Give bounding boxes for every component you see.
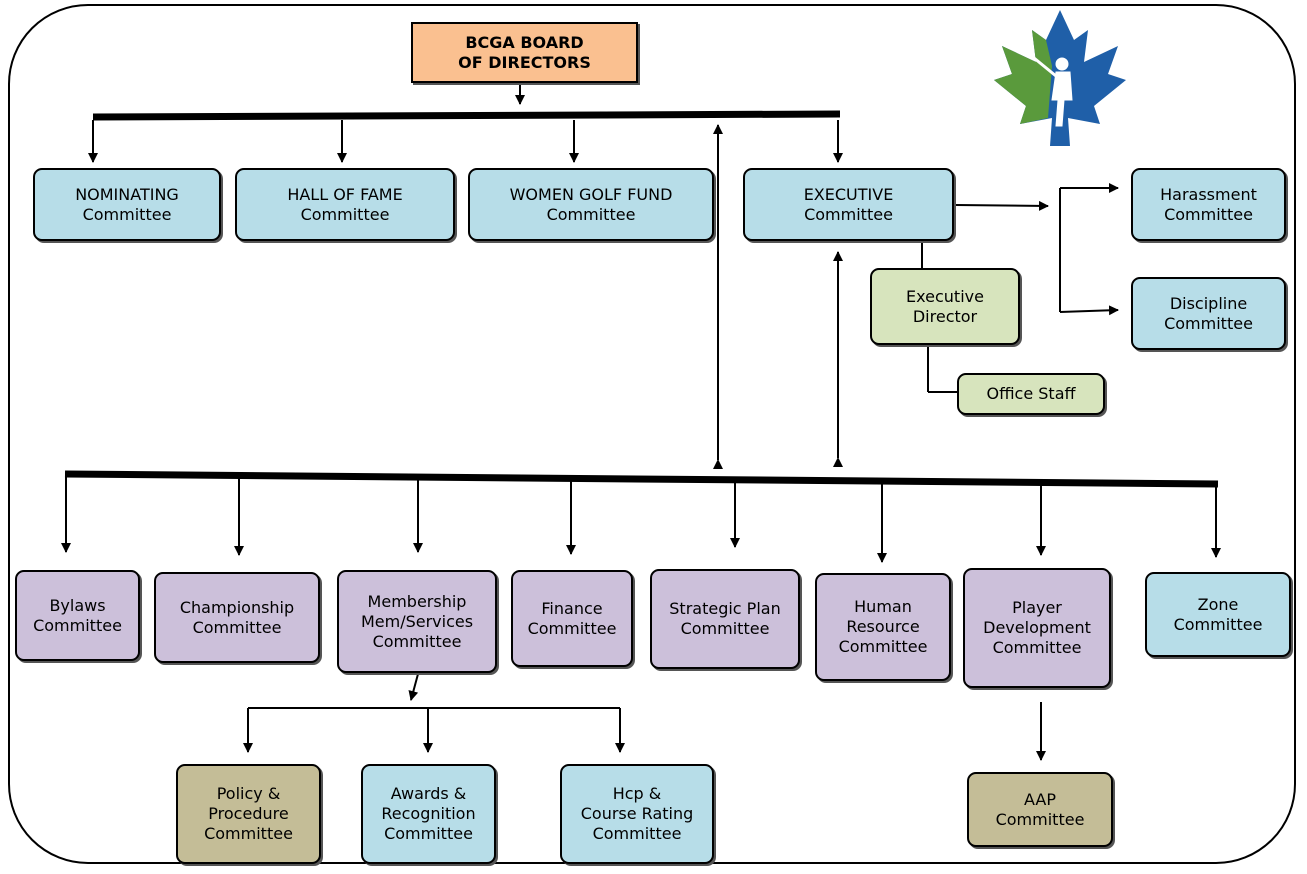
human-resource-line-1: Human <box>854 597 912 616</box>
discipline-committee-box: Discipline Committee <box>1131 277 1286 350</box>
board-of-directors-box: BCGA BOARD OF DIRECTORS <box>411 22 638 83</box>
championship-committee-box: Championship Committee <box>154 572 320 663</box>
human-resource-line-2: Resource <box>846 617 920 636</box>
strategic-plan-line-2: Committee <box>680 619 770 638</box>
awards-recognition-line-2: Recognition <box>381 804 476 823</box>
executive-director-line-2: Director <box>912 306 978 326</box>
discipline-line-1: Discipline <box>1169 293 1248 313</box>
hcp-course-rating-line-2: Course Rating <box>580 804 694 823</box>
board-line-1: BCGA BOARD <box>465 32 584 52</box>
strategic-plan-line-1: Strategic Plan <box>669 599 781 618</box>
golfer-icon <box>1033 56 1073 127</box>
executive-committee-box: EXECUTIVE Committee <box>743 168 954 241</box>
membership-line-3: Committee <box>372 631 462 651</box>
bylaws-line-1: Bylaws <box>49 595 106 615</box>
women-golf-fund-line-2: Committee <box>546 204 636 224</box>
championship-line-2: Committee <box>192 617 282 637</box>
aap-committee-box: AAP Committee <box>967 772 1113 847</box>
policy-procedure-committee-box: Policy & Procedure Committee <box>176 764 321 864</box>
policy-procedure-line-2: Procedure <box>208 804 289 823</box>
discipline-line-2: Committee <box>1164 313 1253 333</box>
bc-golf-logo <box>994 10 1126 146</box>
membership-committee-box: Membership Mem/Services Committee <box>337 570 497 673</box>
strategic-plan-committee-box: Strategic Plan Committee <box>650 569 800 669</box>
human-resource-line-3: Committee <box>838 637 928 656</box>
harassment-line-1: Harassment <box>1160 184 1257 204</box>
awards-recognition-line-3: Committee <box>384 824 473 843</box>
executive-line-2: Committee <box>804 204 893 224</box>
office-staff-line-1: Office Staff <box>986 384 1076 403</box>
bylaws-line-2: Committee <box>33 615 122 635</box>
finance-committee-box: Finance Committee <box>511 570 633 667</box>
membership-line-1: Membership <box>367 591 467 611</box>
aap-line-1: AAP <box>1024 789 1056 809</box>
policy-procedure-line-1: Policy & <box>216 784 281 803</box>
player-development-line-1: Player <box>1012 598 1062 617</box>
harassment-committee-box: Harassment Committee <box>1131 168 1286 241</box>
player-development-line-2: Development <box>983 618 1091 637</box>
awards-recognition-line-1: Awards & <box>390 784 467 803</box>
policy-procedure-line-3: Committee <box>204 824 293 843</box>
board-line-2: OF DIRECTORS <box>458 52 591 72</box>
executive-line-1: EXECUTIVE <box>803 184 894 204</box>
aap-line-2: Committee <box>995 809 1085 829</box>
women-golf-fund-line-1: WOMEN GOLF FUND <box>509 184 673 204</box>
zone-line-1: Zone <box>1197 594 1239 614</box>
player-development-committee-box: Player Development Committee <box>963 568 1111 688</box>
awards-recognition-committee-box: Awards & Recognition Committee <box>361 764 496 864</box>
championship-line-1: Championship <box>179 597 295 617</box>
office-staff-box: Office Staff <box>957 373 1105 415</box>
nominating-line-2: Committee <box>82 204 172 224</box>
hall-of-fame-line-1: HALL OF FAME <box>287 184 403 204</box>
hcp-course-rating-line-1: Hcp & <box>612 784 662 803</box>
nominating-line-1: NOMINATING <box>75 184 179 204</box>
maple-leaf-green-icon <box>994 30 1052 124</box>
zone-line-2: Committee <box>1173 614 1263 634</box>
human-resource-committee-box: Human Resource Committee <box>815 573 951 681</box>
executive-director-box: Executive Director <box>870 268 1020 345</box>
hall-of-fame-line-2: Committee <box>300 204 390 224</box>
zone-committee-box: Zone Committee <box>1145 572 1291 657</box>
hcp-course-rating-line-3: Committee <box>592 824 682 843</box>
hcp-course-rating-committee-box: Hcp & Course Rating Committee <box>560 764 714 864</box>
bylaws-committee-box: Bylaws Committee <box>15 570 140 661</box>
women-golf-fund-committee-box: WOMEN GOLF FUND Committee <box>468 168 714 241</box>
player-development-line-3: Committee <box>992 638 1082 657</box>
harassment-line-2: Committee <box>1164 204 1253 224</box>
membership-line-2: Mem/Services <box>360 611 474 631</box>
finance-line-1: Finance <box>541 598 603 618</box>
hall-of-fame-committee-box: HALL OF FAME Committee <box>235 168 455 241</box>
finance-line-2: Committee <box>527 618 617 638</box>
nominating-committee-box: NOMINATING Committee <box>33 168 221 241</box>
executive-director-line-1: Executive <box>906 286 984 306</box>
